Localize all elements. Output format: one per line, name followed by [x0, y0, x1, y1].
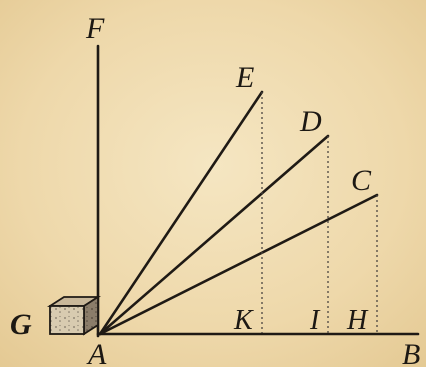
label-G: G [10, 308, 32, 341]
label-H: H [346, 305, 369, 336]
line-AD [98, 134, 330, 336]
line-AC [98, 193, 379, 336]
label-I: I [309, 305, 321, 336]
label-C: C [351, 164, 372, 197]
label-E: E [235, 61, 254, 94]
label-F: F [85, 12, 105, 45]
label-K: K [233, 305, 254, 336]
label-D: D [299, 105, 322, 138]
label-A: A [86, 338, 107, 367]
block-G [46, 295, 102, 336]
line-AE [98, 90, 264, 336]
label-B: B [402, 338, 420, 367]
